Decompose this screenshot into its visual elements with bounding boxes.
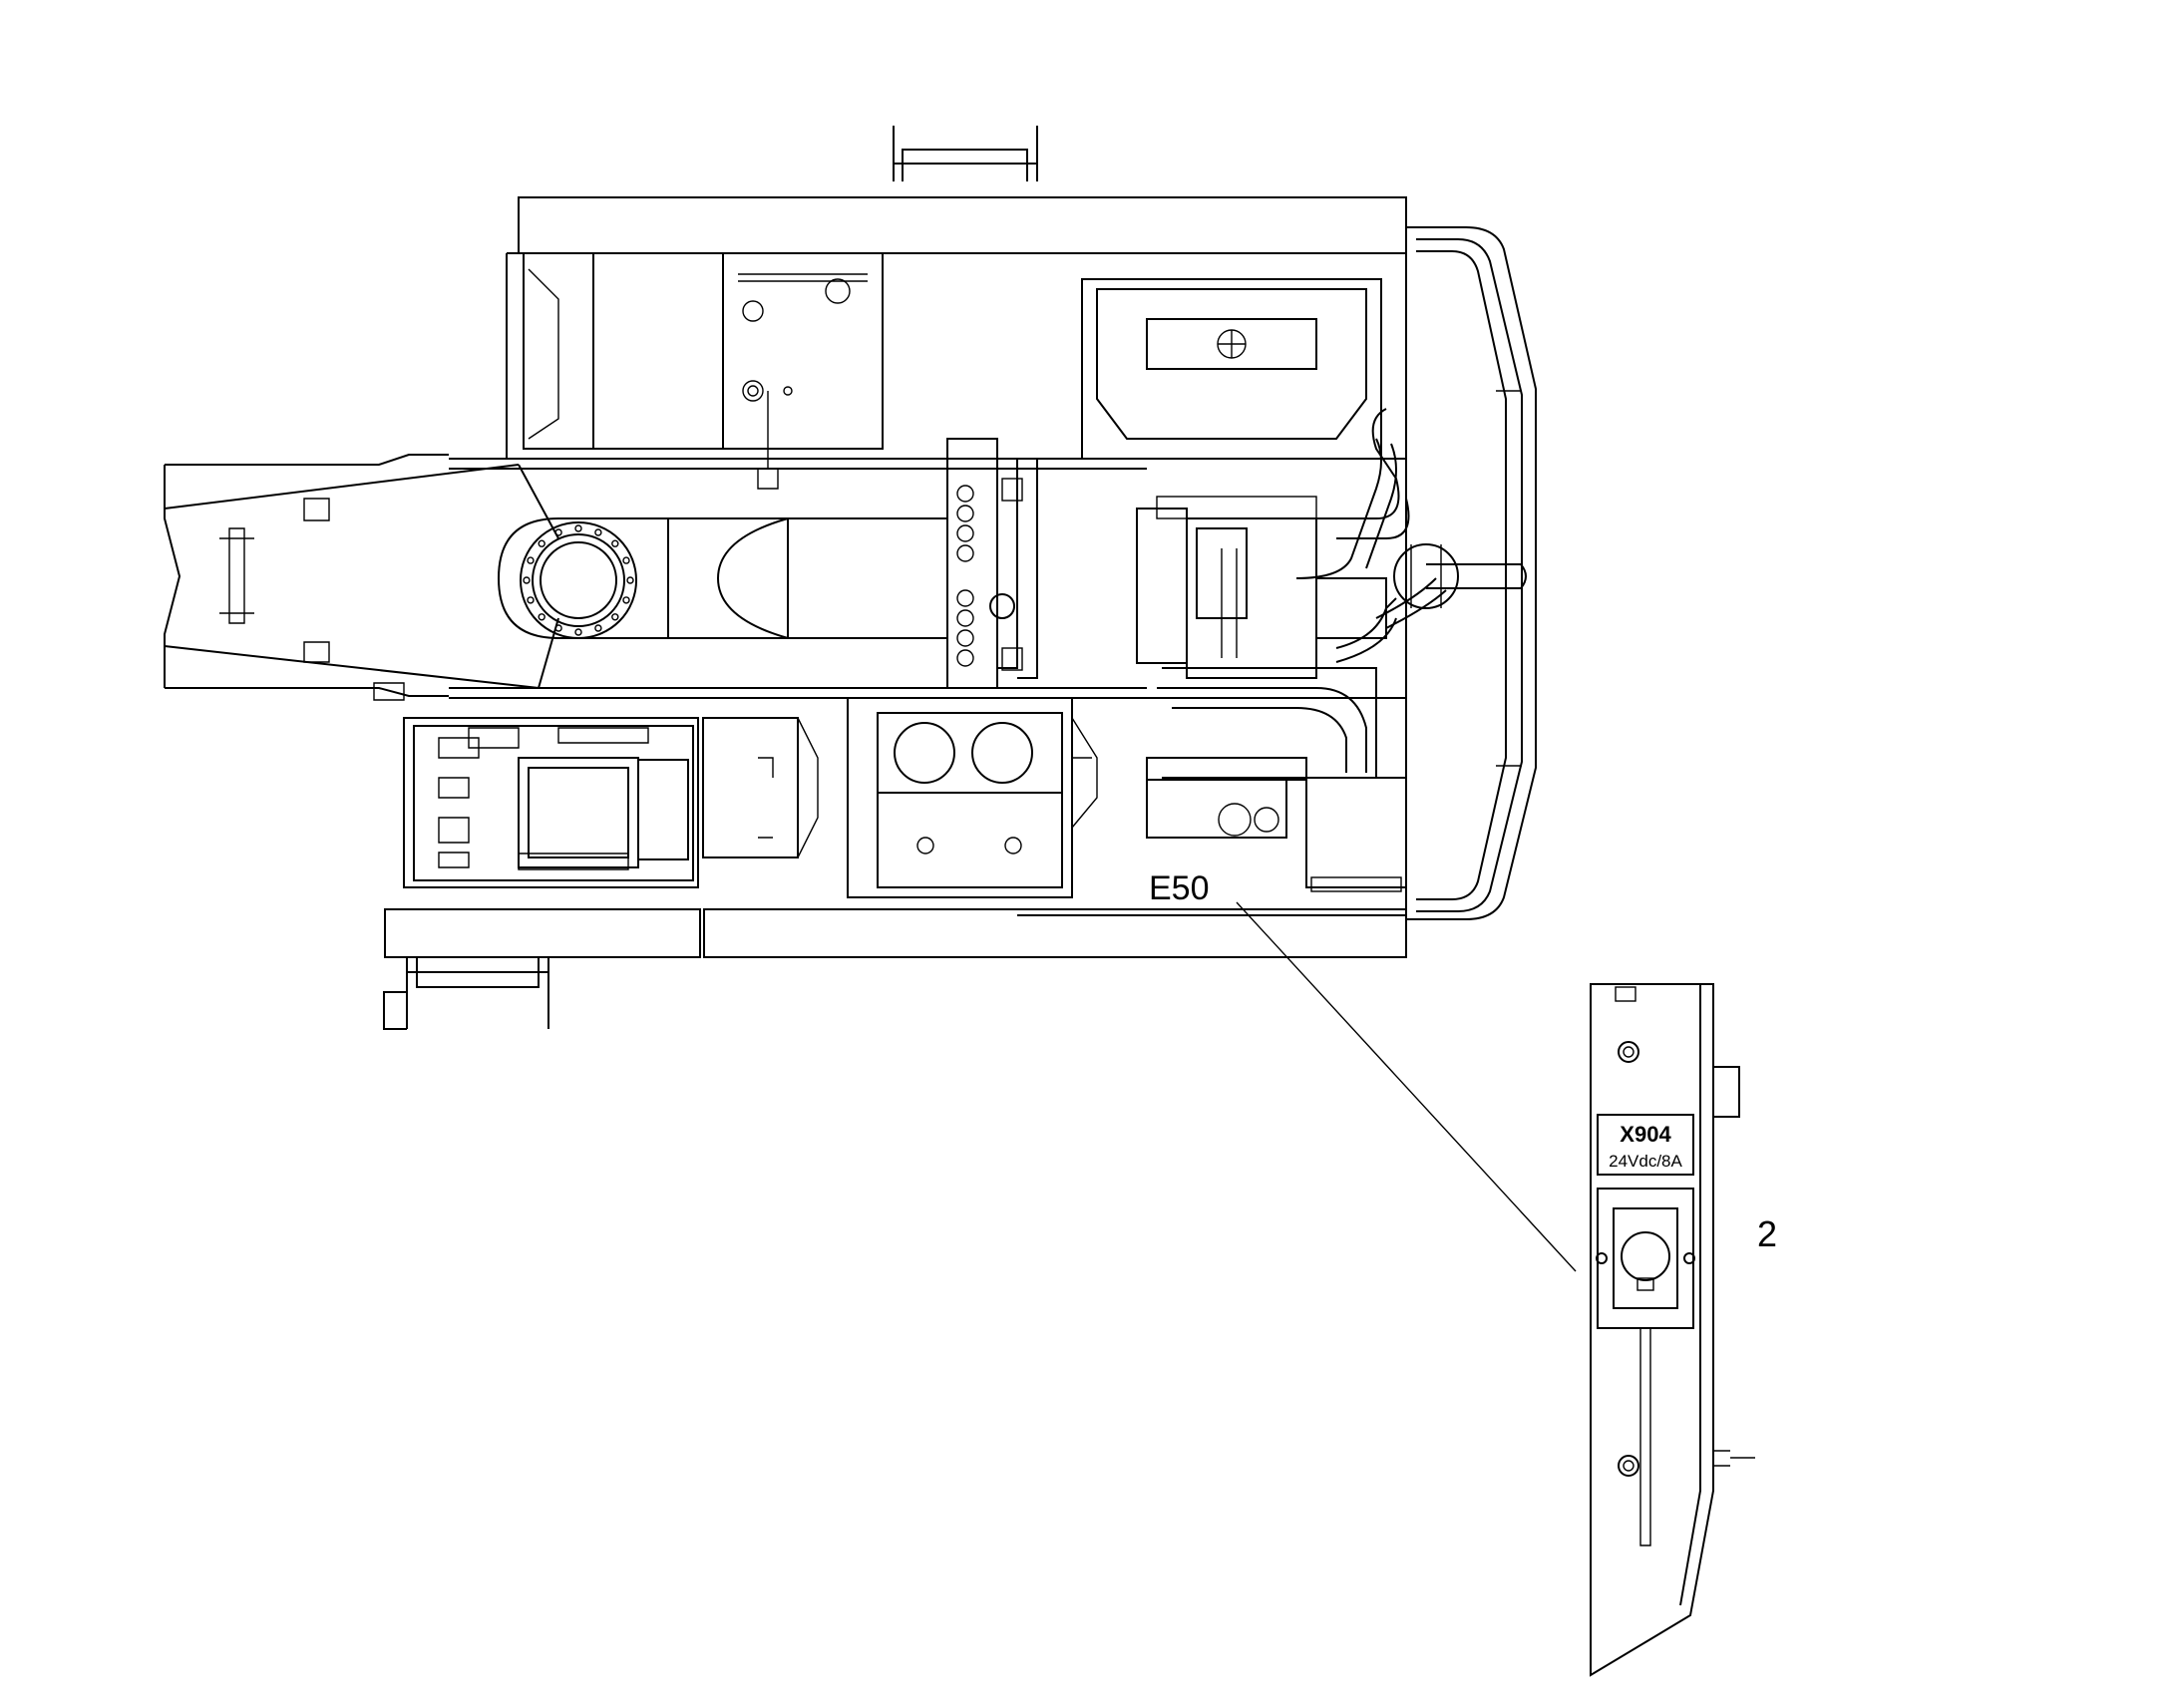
slew-ring [497, 517, 948, 639]
socket-rating-text: 24Vdc/8A [1609, 1152, 1682, 1171]
control-valve-block [946, 438, 1038, 689]
socket-outlet [1621, 1231, 1670, 1281]
socket-label-plate [1597, 1114, 1694, 1176]
slew-ring-bolt [554, 624, 562, 632]
valve-port [956, 485, 974, 503]
battery-box [702, 697, 1098, 898]
slew-ring-bolt [626, 576, 634, 584]
valve-port [956, 629, 974, 647]
slew-ring-bolt [622, 556, 630, 564]
main-frame [384, 196, 1407, 958]
detail-number-2: 2 [1757, 1213, 1777, 1254]
slew-ring-bolt [574, 524, 582, 532]
callout-leader-line [1236, 901, 1577, 1272]
slew-ring-bolts [523, 524, 634, 636]
boom-arm [164, 454, 559, 701]
valve-port [956, 609, 974, 627]
socket-id-text: X904 [1620, 1122, 1671, 1147]
rear-counterweight [1406, 226, 1537, 920]
slew-ring-bolt [527, 556, 535, 564]
slew-ring-bolt [622, 596, 630, 604]
operator-cab [403, 717, 699, 888]
hydraulic-tank [1081, 278, 1382, 460]
valve-port [956, 544, 974, 562]
valve-port [956, 649, 974, 667]
slew-ring-bolt [554, 528, 562, 536]
slew-ring-bolt [527, 596, 535, 604]
engine-assembly [1136, 408, 1447, 892]
slew-ring-bolt [523, 576, 531, 584]
slew-ring-bolt [611, 613, 619, 621]
valve-ports [956, 485, 974, 667]
slew-ring-bolt [538, 539, 545, 547]
slew-ring-bolt [611, 539, 619, 547]
slew-ring-bolt [538, 613, 545, 621]
callout-label-e50: E50 [1149, 869, 1210, 907]
exhaust-pipe [1295, 438, 1527, 609]
valve-port [956, 589, 974, 607]
valve-port [956, 505, 974, 522]
bottom-step [383, 957, 549, 1030]
slew-ring-bolt [594, 624, 602, 632]
upper-left-compartments [523, 252, 884, 490]
slew-ring-bolt [594, 528, 602, 536]
valve-port [956, 524, 974, 542]
top-step [893, 126, 1038, 181]
socket-detail: X904 24Vdc/8A [1590, 983, 1755, 1677]
slew-ring-bolt [574, 628, 582, 636]
